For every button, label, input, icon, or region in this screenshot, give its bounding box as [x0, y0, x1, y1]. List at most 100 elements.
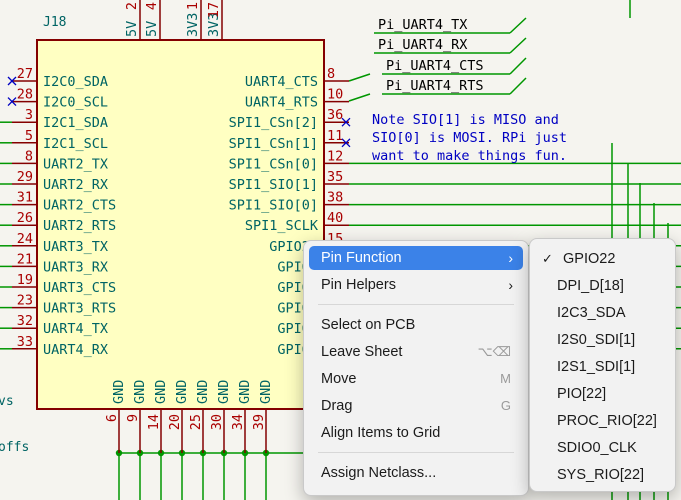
menu-item-assign-netclass[interactable]: Assign Netclass...: [309, 461, 523, 485]
pin-number: 30: [209, 414, 225, 430]
submenu-item-i2s0-sdi1[interactable]: I2S0_SDI[1]: [535, 328, 670, 352]
submenu-item-proc-rio22[interactable]: PROC_RIO[22]: [535, 409, 670, 433]
pin-name: GND: [111, 380, 127, 404]
submenu-item-i2s1-sdi1[interactable]: I2S1_SDI[1]: [535, 355, 670, 379]
note-line: SIO[0] is MOSI. RPi just: [372, 130, 567, 146]
pin-function-submenu: ✓ GPIO22 DPI_D[18] I2C3_SDA I2S0_SDI[1] …: [529, 238, 676, 492]
menu-item-label: Leave Sheet: [321, 344, 403, 360]
submenu-item-label: PROC_RIO[22]: [557, 413, 657, 429]
pin-number: 33: [17, 334, 33, 350]
pin-name: GND: [258, 380, 274, 404]
pin-name: UART3_RX: [43, 259, 108, 275]
pin-number: 17: [206, 2, 222, 18]
pin-name: UART4_RX: [43, 342, 108, 358]
menu-item-drag[interactable]: Drag G: [309, 394, 523, 418]
pin-number: 23: [17, 293, 33, 309]
pin-name: 5V: [144, 21, 160, 37]
submenu-item-sys-rio22[interactable]: SYS_RIO[22]: [535, 463, 670, 487]
menu-item-pin-helpers[interactable]: Pin Helpers ›: [309, 273, 523, 297]
submenu-item-sdio0-clk[interactable]: SDIO0_CLK: [535, 436, 670, 460]
submenu-item-label: DPI_D[18]: [557, 278, 624, 294]
pin-number: 20: [167, 414, 183, 430]
pin-name: UART4_TX: [43, 321, 108, 337]
no-connect-marker: [7, 97, 17, 107]
wire: [509, 37, 527, 54]
shortcut-label: G: [500, 398, 511, 413]
pin-name: GND: [174, 380, 190, 404]
context-menu: Pin Function › Pin Helpers › Select on P…: [303, 240, 529, 496]
pin-number: 5: [25, 128, 33, 144]
menu-item-label: Pin Function: [321, 250, 402, 266]
wire: [509, 57, 527, 75]
note-line: Note SIO[1] is MISO and: [372, 112, 559, 128]
pin-number: 2: [124, 2, 140, 10]
note-line: want to make things fun.: [372, 148, 567, 164]
menu-item-pin-function[interactable]: Pin Function ›: [309, 246, 523, 270]
pin-name: UART2_CTS: [43, 198, 116, 214]
pin-number: 38: [327, 190, 343, 206]
submenu-item-label: PIO[22]: [557, 386, 607, 402]
submenu-item-label: SYS_RIO[22]: [557, 467, 645, 483]
pin-name: GND: [132, 380, 148, 404]
menu-item-leave-sheet[interactable]: Leave Sheet ⌥⌫: [309, 340, 523, 364]
pin-name: GND: [195, 380, 211, 404]
chevron-right-icon: ›: [508, 277, 513, 293]
wire: [348, 93, 371, 102]
checkmark-icon: ✓: [542, 251, 553, 266]
reference-designator: J18: [43, 15, 66, 30]
menu-item-label: Drag: [321, 398, 353, 414]
pin-number: 40: [327, 210, 343, 226]
menu-item-align-items-to-grid[interactable]: Align Items to Grid: [309, 421, 523, 445]
pin-number: 9: [125, 414, 141, 422]
submenu-item-label: SDIO0_CLK: [557, 440, 637, 456]
submenu-item-pio22[interactable]: PIO[22]: [535, 382, 670, 406]
pin-number: 27: [17, 66, 33, 82]
pin-name: GND: [237, 380, 253, 404]
pin-number: 25: [188, 414, 204, 430]
pin-number: 28: [17, 87, 33, 103]
menu-item-label: Align Items to Grid: [321, 425, 441, 441]
pin-number: 26: [17, 210, 33, 226]
pin-number: 36: [327, 107, 343, 123]
pin-name: I2C0_SDA: [43, 74, 108, 90]
pin-name: GND: [153, 380, 169, 404]
menu-item-label: Assign Netclass...: [321, 465, 437, 481]
pin-name: UART2_RTS: [43, 218, 116, 234]
pin-name: UART4_RTS: [245, 95, 318, 111]
pin-name: SPI1_CSn[2]: [229, 115, 318, 131]
submenu-item-label: GPIO22: [563, 251, 616, 267]
pin-name: UART4_CTS: [245, 74, 318, 90]
wire: [509, 17, 527, 34]
pin-name: SPI1_CSn[0]: [229, 156, 318, 172]
submenu-item-i2c3-sda[interactable]: I2C3_SDA: [535, 301, 670, 325]
pin-name: 5V: [124, 21, 140, 37]
net-label: Pi_UART4_RX: [378, 37, 467, 53]
pin-name: SPI1_SIO[1]: [229, 177, 318, 193]
pin-name: SPI1_CSn[1]: [229, 136, 318, 152]
pin-name: UART3_TX: [43, 239, 108, 255]
pin-name: UART2_RX: [43, 177, 108, 193]
submenu-item-dpi-d18[interactable]: DPI_D[18]: [535, 274, 670, 298]
pin-number: 39: [251, 414, 267, 430]
connector-body[interactable]: [36, 39, 325, 410]
pin-name: SPI1_SIO[0]: [229, 198, 318, 214]
shortcut-label: M: [500, 371, 511, 386]
menu-separator: [318, 304, 514, 305]
pin-number: 11: [327, 128, 343, 144]
pin-number: 35: [327, 169, 343, 185]
pin-name: 3V3: [206, 13, 222, 37]
pin-number: 31: [17, 190, 33, 206]
pin-name: GND: [216, 380, 232, 404]
submenu-item-gpio22[interactable]: ✓ GPIO22: [535, 247, 670, 271]
pin-number: 24: [17, 231, 33, 247]
pin-number: 14: [146, 414, 162, 430]
net-label: Pi_UART4_TX: [378, 17, 467, 33]
menu-item-select-on-pcb[interactable]: Select on PCB: [309, 313, 523, 337]
pin-number: 34: [230, 414, 246, 430]
pin-number: 21: [17, 251, 33, 267]
pin-number: 1: [185, 2, 201, 10]
pin-number: 10: [327, 87, 343, 103]
menu-item-move[interactable]: Move M: [309, 367, 523, 391]
pin-name: 3V3: [185, 13, 201, 37]
